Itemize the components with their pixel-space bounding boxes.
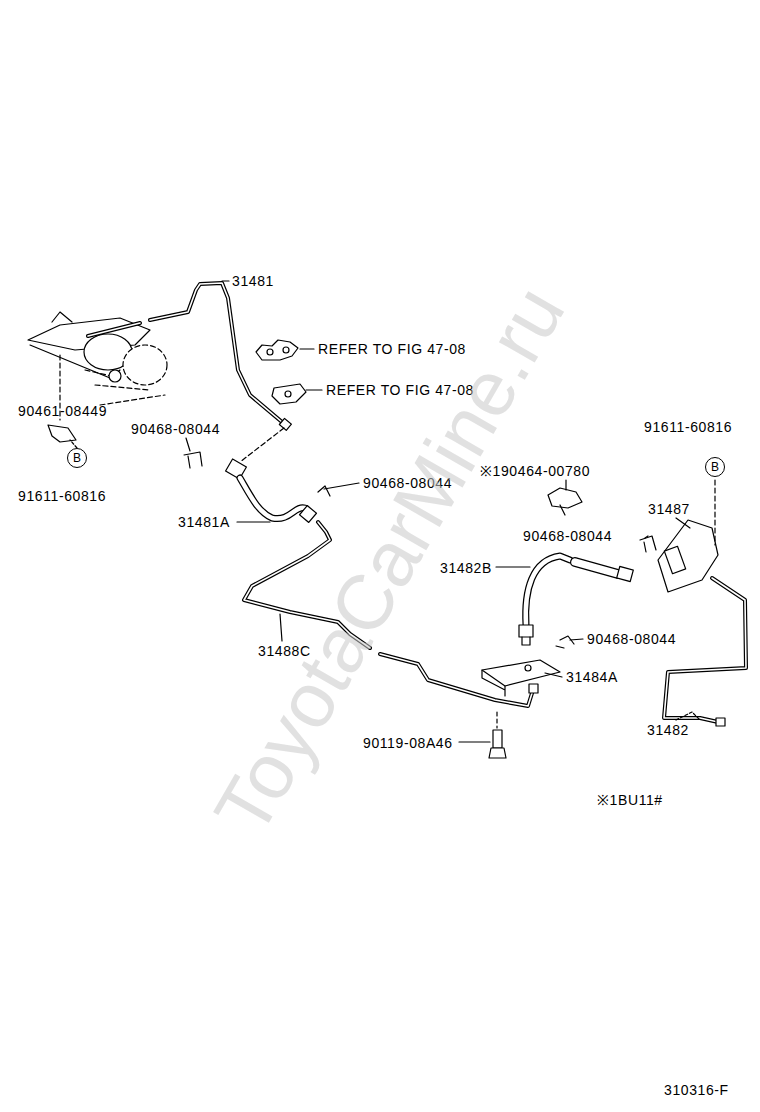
part-number: 31481A bbox=[178, 514, 230, 530]
reference-circle: B bbox=[67, 448, 87, 468]
part-code: 90119-08A46 bbox=[363, 735, 453, 751]
part-code: 90468-08044 bbox=[587, 631, 676, 647]
part-code: 91611-60816 bbox=[644, 419, 732, 435]
part-number: 31482 bbox=[647, 722, 689, 738]
part-code: 91611-60816 bbox=[18, 488, 106, 504]
part-code: 90468-08044 bbox=[523, 528, 612, 544]
watermark: ToyotaCarMine.ru bbox=[197, 271, 584, 850]
part-number: 31488C bbox=[258, 643, 311, 659]
reference-letter: B bbox=[711, 461, 719, 473]
part-number: 31487 bbox=[648, 501, 690, 517]
part-code: 90468-08044 bbox=[363, 475, 452, 491]
part-code: ※1BU11# bbox=[597, 792, 663, 808]
part-code: ※190464-00780 bbox=[480, 463, 590, 479]
reference-circle: B bbox=[705, 457, 725, 477]
part-code: 310316-F bbox=[664, 1082, 729, 1098]
part-number: 31484A bbox=[566, 669, 618, 685]
part-number: 31481 bbox=[232, 273, 274, 289]
part-code: REFER TO FIG 47-08 bbox=[318, 341, 466, 357]
part-number: 31482B bbox=[440, 560, 492, 576]
part-code: 90461-08449 bbox=[18, 403, 107, 419]
reference-letter: B bbox=[73, 452, 81, 464]
part-code: 90468-08044 bbox=[131, 421, 220, 437]
part-code: REFER TO FIG 47-08 bbox=[326, 382, 474, 398]
